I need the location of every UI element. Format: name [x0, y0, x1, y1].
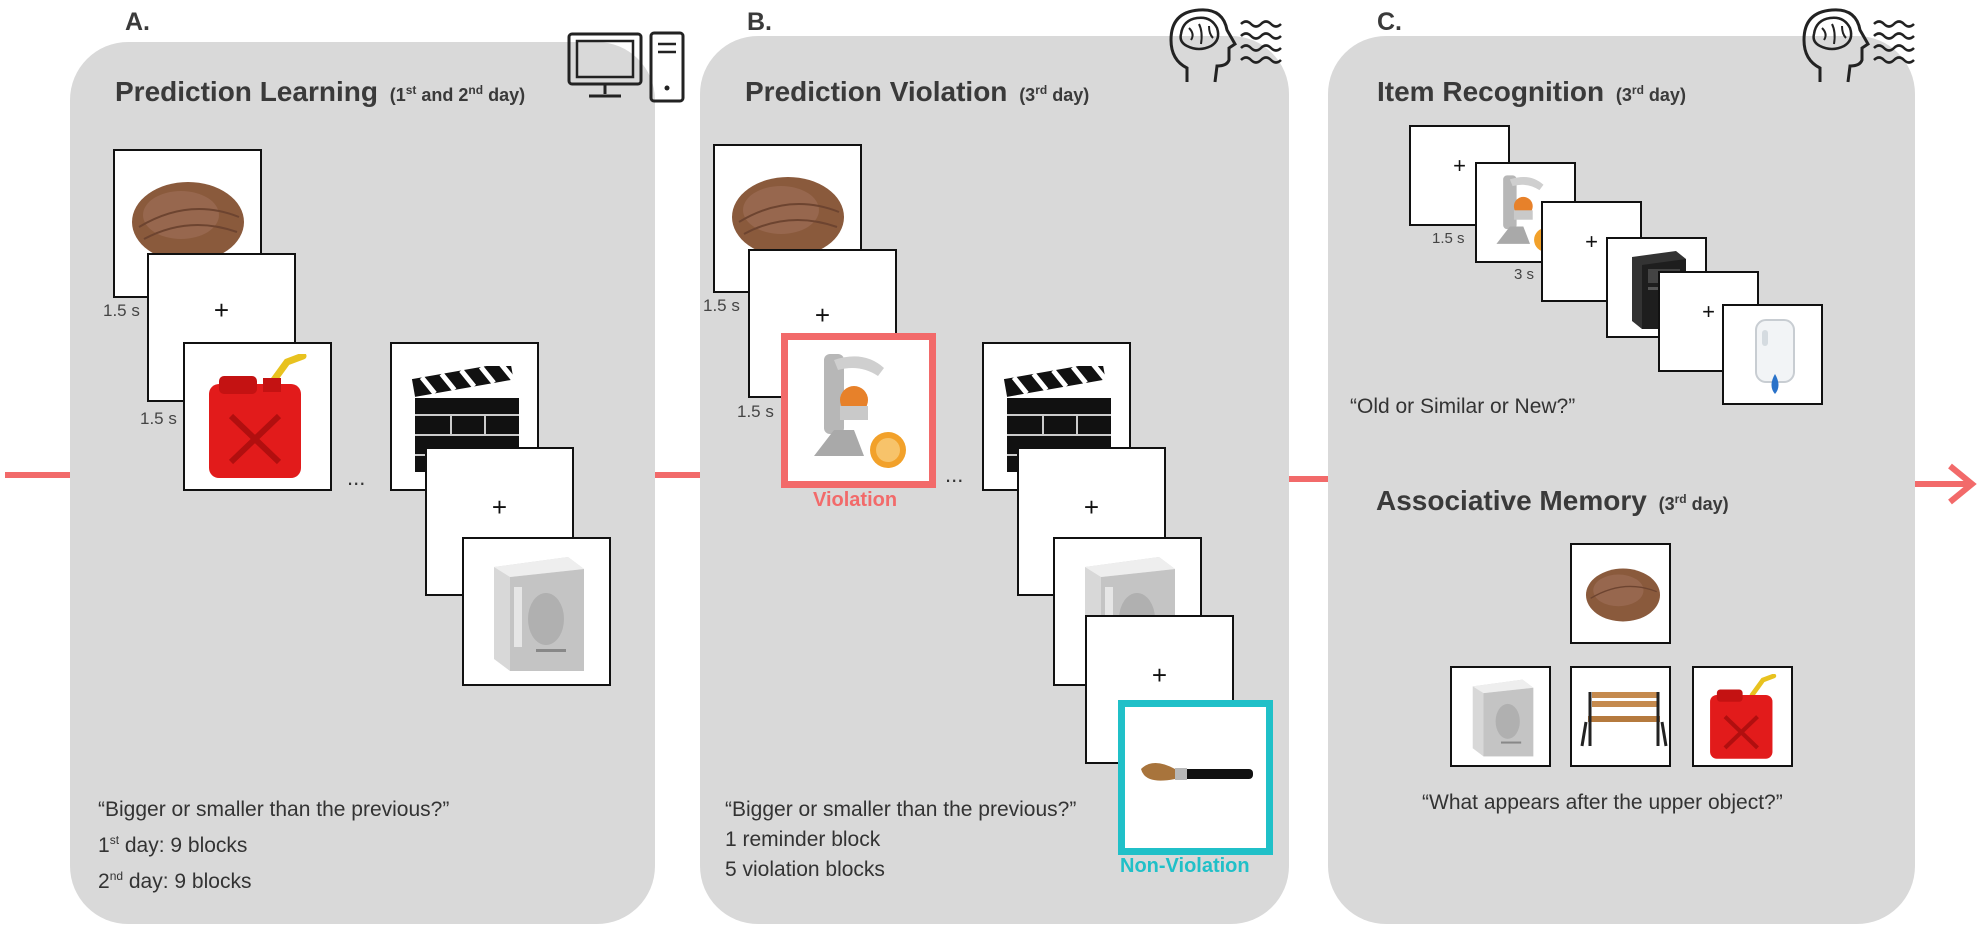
computer-tower-image — [1472, 679, 1534, 757]
nonviolation-label: Non-Violation — [1120, 855, 1250, 877]
recognition-question: “Old or Similar or New?” — [1350, 395, 1576, 418]
stimulus-frame-computer-tower — [462, 537, 611, 686]
violation-label: Violation — [813, 489, 898, 511]
option-frame-jerrycan — [1692, 666, 1793, 767]
fixation-cross: + — [1453, 152, 1466, 178]
option-frame-computer-tower — [1450, 666, 1551, 767]
jerrycan-image — [1710, 674, 1777, 759]
makeup-brush-image — [1141, 763, 1253, 781]
panel-letter: C. — [1377, 8, 1402, 36]
nonviolation-frame — [1118, 700, 1273, 855]
cue-frame-coconut — [1570, 543, 1671, 644]
stimulus-frame-jerrycan — [183, 342, 332, 491]
fixation-cross: + — [1702, 298, 1715, 324]
title-day: (3rd day) — [1615, 83, 1686, 105]
brain-mri-icon — [1798, 4, 1916, 86]
duration-label: 1.5 s — [103, 301, 140, 320]
panel-title: Prediction Learning (1st and 2nd day) — [115, 76, 525, 108]
coconut-image — [132, 182, 244, 262]
jerrycan-image — [209, 354, 307, 478]
fixation-cross: + — [1083, 492, 1100, 522]
duration-label: 1.5 s — [703, 296, 740, 315]
reminder-blocks: 1 reminder block — [725, 828, 881, 851]
associative-memory-title: Associative Memory (3rd day) — [1376, 485, 1729, 517]
brain-mri-icon — [1165, 4, 1283, 86]
violation-blocks: 5 violation blocks — [725, 858, 885, 881]
task-caption: “Bigger or smaller than the previous?” 1… — [98, 795, 449, 897]
ellipsis: ... — [945, 462, 964, 487]
title-text: Prediction Violation — [745, 76, 1008, 107]
fixation-cross: + — [1151, 660, 1168, 690]
task-question: “Bigger or smaller than the previous?” — [98, 798, 450, 821]
title-day: (1st and 2nd day) — [389, 83, 526, 105]
panel-letter: A. — [125, 8, 150, 36]
option-frame-bench — [1570, 666, 1671, 767]
associative-question: “What appears after the upper object?” — [1422, 791, 1783, 814]
duration-label: 1.5 s — [737, 402, 774, 421]
title-text: Item Recognition — [1377, 76, 1605, 107]
fixation-cross: + — [1585, 228, 1598, 254]
violation-frame — [781, 333, 936, 488]
day1-blocks: 1st day: 9 blocks — [98, 833, 248, 857]
fixation-cross: + — [814, 299, 831, 330]
task-question: “Bigger or smaller than the previous?” — [725, 798, 1077, 821]
fixation-cross: + — [213, 295, 230, 326]
panel-letter: B. — [747, 8, 772, 36]
duration-label: 1.5 s — [140, 409, 177, 428]
computer-icon — [565, 30, 687, 104]
ellipsis: ... — [347, 465, 366, 490]
title-text: Prediction Learning — [115, 76, 378, 107]
item-recognition-title: Item Recognition (3rd day) — [1377, 76, 1686, 108]
title-day: (3rd day) — [1019, 83, 1090, 105]
juicer-image — [814, 354, 906, 468]
stimulus-frame-soap-dispenser — [1722, 304, 1823, 405]
duration-label: 1.5 s — [1432, 230, 1465, 247]
fixation-cross: + — [491, 492, 508, 522]
soap-dispenser-image — [1755, 319, 1795, 394]
coconut-image — [732, 177, 844, 257]
panel-title: Prediction Violation (3rd day) — [745, 76, 1089, 108]
day2-blocks: 2nd day: 9 blocks — [98, 869, 252, 893]
title-text: Associative Memory — [1376, 485, 1647, 516]
duration-label: 3 s — [1514, 266, 1535, 283]
computer-tower-image — [494, 557, 584, 671]
title-day: (3rd day) — [1658, 492, 1729, 514]
coconut-image — [1585, 568, 1661, 622]
bench-image — [1580, 692, 1668, 747]
task-caption: “Bigger or smaller than the previous?” 1… — [725, 795, 1076, 885]
